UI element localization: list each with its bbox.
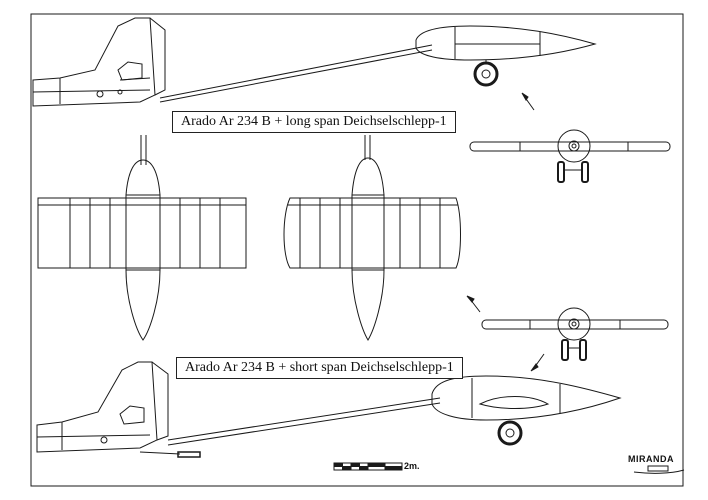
- side-view-short-span: [36, 361, 622, 458]
- top-view-long-span: [37, 135, 247, 341]
- sheet-frame: [30, 13, 684, 487]
- scale-bar: [333, 462, 403, 471]
- direction-arrow-lower: [530, 353, 545, 372]
- top-view-short-span: [283, 135, 461, 341]
- direction-arrow-top: [521, 92, 535, 111]
- front-view-short-span: [481, 307, 669, 361]
- artist-signature: MIRANDA: [628, 454, 674, 464]
- caption-long-span: Arado Ar 234 B + long span Deichselschle…: [172, 111, 456, 133]
- scale-bar-label: 2m.: [404, 461, 420, 471]
- side-view-long-span: [32, 17, 597, 107]
- caption-short-span: Arado Ar 234 B + short span Deichselschl…: [176, 357, 463, 379]
- front-view-long-span: [469, 129, 671, 183]
- signature-flourish: [633, 465, 685, 474]
- direction-arrow-middle: [466, 295, 481, 313]
